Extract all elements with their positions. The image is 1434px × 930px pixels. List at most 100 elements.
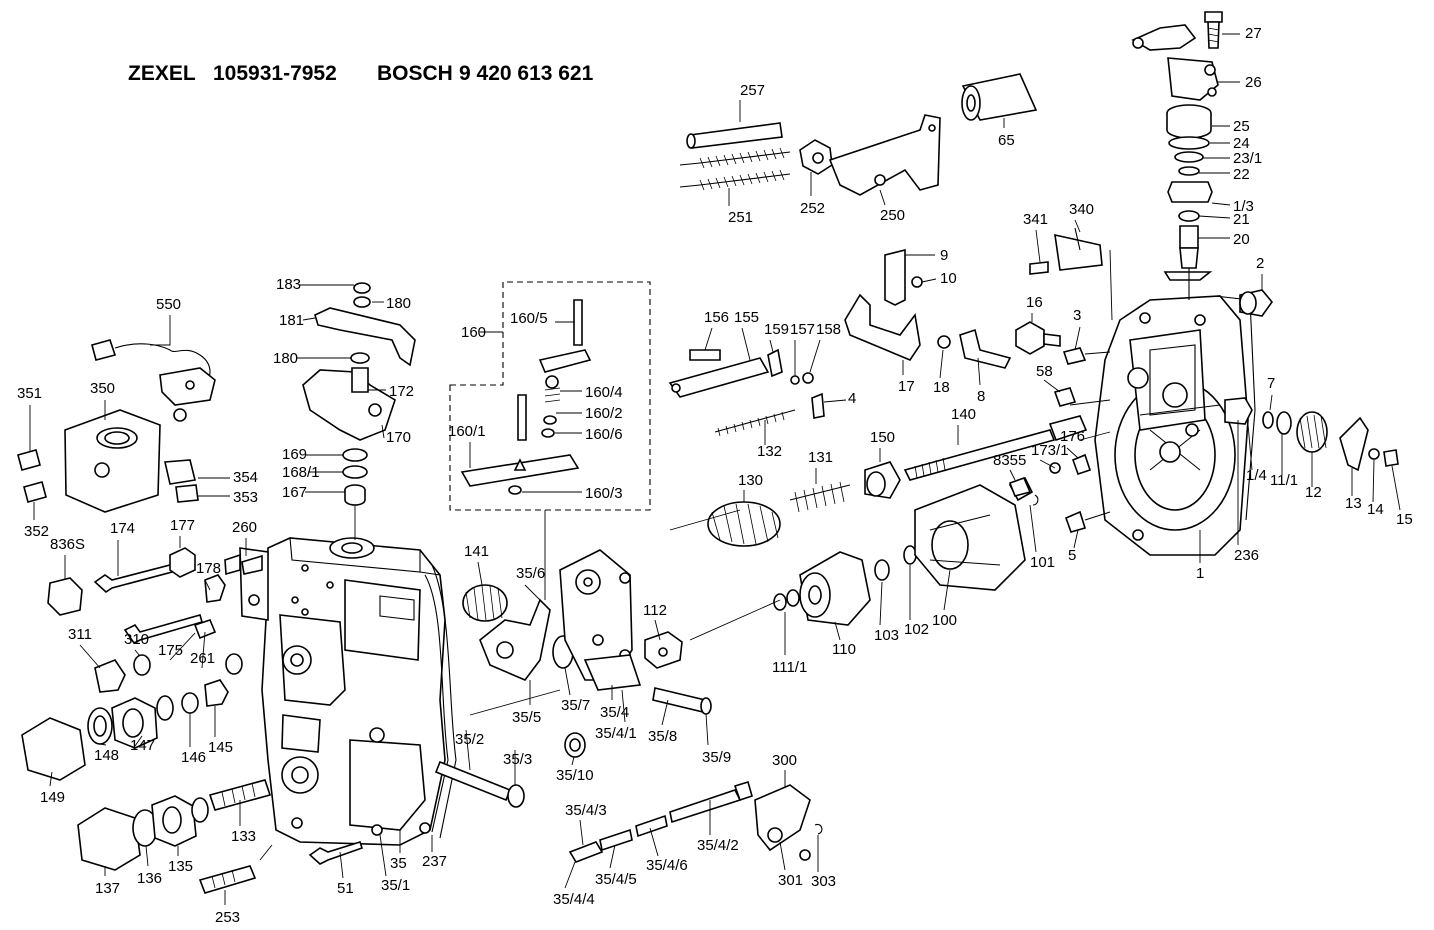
part-label-3: 3 [1073,307,1081,324]
part-132-spring [714,409,796,437]
part-label-13: 13 [1345,495,1362,512]
part-label-35-6: 35/6 [516,565,545,582]
part-label-251: 251 [728,209,753,226]
springs-251-257 [679,122,791,191]
part-label-160: 160 [461,324,486,341]
part-9-17-lever [844,248,1012,369]
part-35-8-pin [652,687,712,715]
part-140-rod [903,415,1088,481]
part-label-35-4-4: 35/4/4 [553,891,595,908]
part-label-35-7: 35/7 [561,697,590,714]
part-label-1-4: 1/4 [1246,467,1267,484]
part-label-341: 341 [1023,211,1048,228]
title-brand-zexel: ZEXEL [128,62,196,85]
part-label-35-10: 35/10 [556,767,594,784]
part-label-183: 183 [276,276,301,293]
part-label-35-5: 35/5 [512,709,541,726]
part-label-35-2: 35/2 [455,731,484,748]
part-label-35: 35 [390,855,407,872]
part-160-subassembly [449,281,651,511]
part-label-10: 10 [940,270,957,287]
right-side-stack [1224,397,1399,472]
part-label-100: 100 [932,612,957,629]
part-label-157: 157 [790,321,815,338]
part-label-35-4: 35/4 [600,704,629,721]
part-label-20: 20 [1233,231,1250,248]
part-label-35-4-5: 35/4/5 [595,871,637,888]
part-label-149: 149 [40,789,65,806]
part-label-354: 354 [233,469,258,486]
part-label-236: 236 [1234,547,1259,564]
part-label-24: 24 [1233,135,1250,152]
washers-167-169 [342,448,368,506]
part-350-cover [17,408,199,513]
part-340-bracket [1029,227,1103,275]
part-label-35-4-3: 35/4/3 [565,802,607,819]
leader-lines [29,33,1401,905]
part-label-26: 26 [1245,74,1262,91]
part-300-cover [754,784,823,861]
part-label-174: 174 [110,520,135,537]
part-label-351: 351 [17,385,42,402]
part-label-150: 150 [870,429,895,446]
part-label-350: 350 [90,380,115,397]
part-35-4-adjuster-chain [568,780,753,863]
part-label-155: 155 [734,309,759,326]
part-label-112: 112 [643,602,667,619]
part-label-23-1: 23/1 [1233,150,1262,167]
part-label-257: 257 [740,82,765,99]
part-label-148: 148 [94,747,119,764]
part-label-9: 9 [940,247,948,264]
delivery-valve-assembly [1131,11,1223,300]
part-label-35-4-6: 35/4/6 [646,857,688,874]
part-label-550: 550 [156,296,181,313]
part-155-lever [668,348,825,419]
part-label-35-8: 35/8 [648,728,677,745]
part-label-102: 102 [904,621,929,638]
governor-lever-group [462,549,642,691]
part-label-260: 260 [232,519,257,536]
governor-housing [239,537,457,846]
part-label-51: 51 [337,880,354,897]
part-550-sensor [91,339,216,406]
part-label-4: 4 [848,390,856,407]
part-label-140: 140 [951,406,976,423]
title-bosch-number: 9 420 613 621 [459,62,594,85]
part-label-156: 156 [704,309,729,326]
part-label-17: 17 [898,378,915,395]
part-label-58: 58 [1036,363,1053,380]
part-label-160-1: 160/1 [448,423,486,440]
part-label-253: 253 [215,909,240,926]
part-111-washers [773,589,800,611]
part-label-170: 170 [386,429,411,446]
part-label-175: 175 [158,642,183,659]
part-label-111-1: 111/1 [772,659,807,676]
part-label-146: 146 [181,749,206,766]
part-label-27: 27 [1245,25,1262,42]
part-label-252: 252 [800,200,825,217]
part-label-141: 141 [464,543,489,560]
part-label-250: 250 [880,207,905,224]
part-label-101: 101 [1030,554,1055,571]
part-label-11-1: 11/1 [1270,472,1298,489]
part-112-block [644,631,683,669]
lower-left-caps-133-137 [77,779,364,894]
part-16-3 [1015,321,1111,407]
part-2-plug [1239,289,1274,317]
part-label-35-4-1: 35/4/1 [595,725,637,742]
part-label-168-1: 168/1 [282,464,320,481]
part-label-178: 178 [196,560,221,577]
part-label-353: 353 [233,489,258,506]
part-label-15: 15 [1396,511,1413,528]
title-brand-bosch: BOSCH [377,62,453,85]
part-label-173-1: 173/1 [1031,442,1069,459]
part-label-65: 65 [998,132,1015,149]
part-label-180a: 180 [386,295,411,312]
part-label-159: 159 [764,321,789,338]
part-label-300: 300 [772,752,797,769]
part-181-lever-stack [302,282,416,441]
part-label-22: 22 [1233,166,1250,183]
title-zexel-number: 105931-7952 [213,62,337,85]
